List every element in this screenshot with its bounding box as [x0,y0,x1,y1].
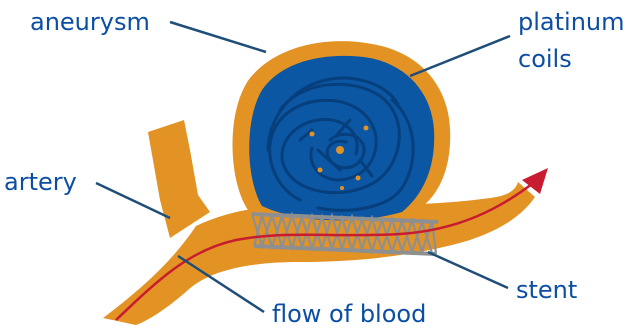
label-flow-of-blood: flow of blood [272,300,426,328]
label-coils: coils [518,45,572,73]
label-platinum: platinum [518,8,625,36]
leader-coils [410,36,510,76]
platinum-coils [249,56,434,220]
label-aneurysm: aneurysm [30,8,150,36]
label-stent: stent [516,276,577,304]
label-artery: artery [4,168,77,196]
leader-aneurysm [170,22,266,52]
leader-stent [428,252,508,288]
aneurysm [233,41,451,220]
artery-upper-branch [148,120,210,238]
